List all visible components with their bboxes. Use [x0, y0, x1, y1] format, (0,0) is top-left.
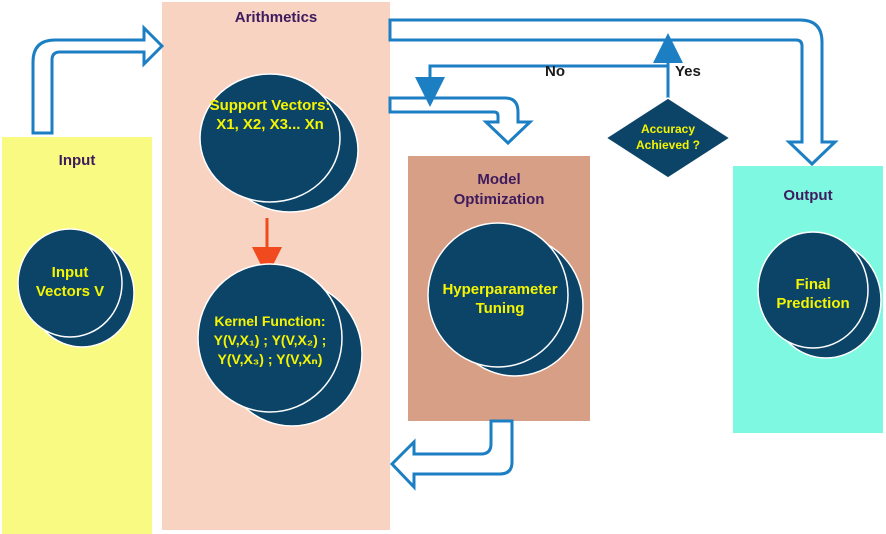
kernel-function-label: Kernel Function: Y(V,X₁) ; Y(V,X₂) ; Y(V… — [213, 313, 327, 367]
arithmetics-to-output-arrow — [388, 18, 839, 167]
support-vectors-node — [199, 73, 359, 213]
input-vectors-label: Input Vectors V — [35, 264, 105, 300]
output-panel-title: Output — [783, 187, 833, 204]
decision-to-no-line — [415, 64, 670, 107]
final-prediction-node — [757, 231, 882, 359]
hyperparameter-node — [427, 222, 584, 377]
yes-branch-label: Yes — [675, 63, 701, 80]
arithmetics-to-model-arrow — [388, 96, 534, 146]
input-panel-title: Input — [58, 152, 96, 169]
input-vectors-node — [17, 228, 135, 348]
input-to-arithmetics-arrow — [31, 24, 165, 135]
kernel-function-node — [197, 263, 363, 427]
final-prediction-label: Final Prediction — [776, 276, 850, 312]
no-branch-label: No — [545, 63, 565, 80]
accuracy-decision-diamond — [604, 97, 732, 179]
support-vectors-label: Support Vectors: X1, X2, X3... Xn — [209, 97, 331, 133]
hyperparameter-label: Hyperparameter Tuning — [442, 281, 558, 317]
model-panel-title: Model Optimization — [453, 171, 545, 208]
arithmetics-panel-title: Arithmetics — [234, 9, 318, 26]
model-to-arithmetics-arrow — [389, 419, 514, 491]
accuracy-decision-label: Accuracy Achieved ? — [635, 122, 701, 152]
